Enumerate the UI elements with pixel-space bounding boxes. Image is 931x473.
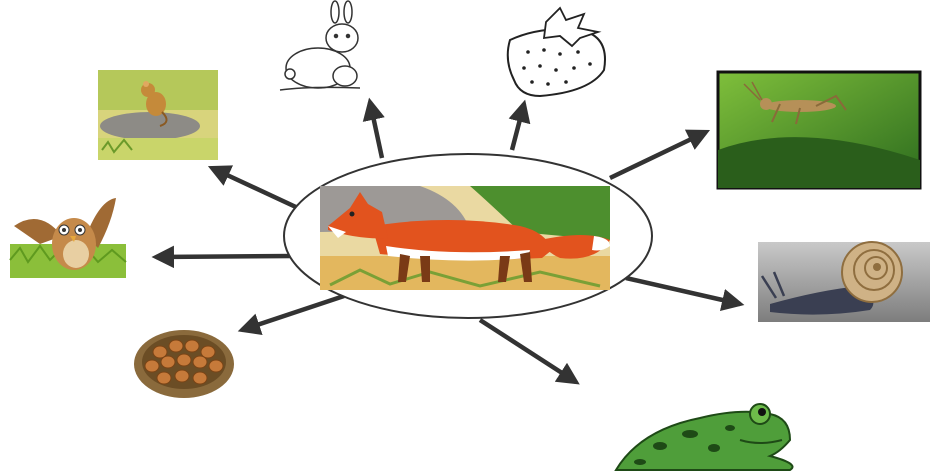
eggs-picture [134,330,234,398]
snail-icon [758,242,930,322]
arrow-to-frog [480,320,576,382]
center-fox [284,154,652,318]
frog-picture [616,404,793,470]
mouse-icon [98,70,218,160]
owl-picture [10,198,126,278]
eggs-nest-icon [134,330,234,398]
frog-icon [616,404,793,470]
arrow-to-rabbit [370,102,382,158]
arrow-to-mouse [212,168,298,208]
grasshopper-picture [718,72,920,188]
arrow-to-snail [626,278,740,304]
rabbit-icon [280,1,360,90]
mouse-picture [98,70,218,160]
arrow-to-eggs [242,296,344,330]
fox-icon [320,186,610,290]
grasshopper-icon [718,72,920,188]
strawberry-picture [508,8,605,96]
strawberry-icon [508,8,605,96]
rabbit-picture [280,1,360,90]
snail-picture [758,242,930,322]
arrow-to-strawberry [512,104,524,150]
arrow-to-owl [156,256,294,257]
owl-icon [10,198,126,278]
arrow-to-grasshopper [610,132,706,178]
